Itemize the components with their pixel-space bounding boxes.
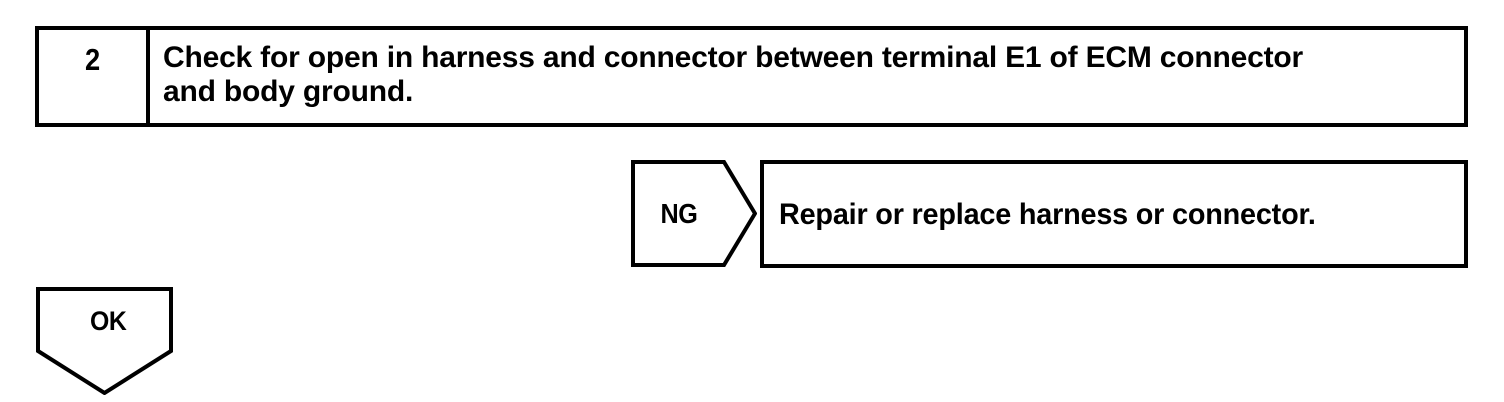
step-instruction-text: Check for open in harness and connector …	[163, 41, 1304, 109]
ok-pentagon-shape	[36, 287, 173, 395]
step-instruction-cell: Check for open in harness and connector …	[150, 30, 1464, 123]
step-number-cell: 2	[39, 30, 150, 123]
step-number: 2	[84, 42, 101, 77]
ok-branch-tag: OK	[36, 287, 173, 395]
ng-pentagon-shape	[631, 160, 757, 267]
step-row: 2 Check for open in harness and connecto…	[35, 26, 1468, 127]
ng-branch-tag: NG	[631, 160, 757, 267]
ok-branch-label: OK	[90, 305, 127, 336]
ng-result-box: Repair or replace harness or connector.	[760, 160, 1468, 268]
ng-branch-label: NG	[660, 197, 698, 229]
ng-result-text: Repair or replace harness or connector.	[779, 197, 1316, 231]
